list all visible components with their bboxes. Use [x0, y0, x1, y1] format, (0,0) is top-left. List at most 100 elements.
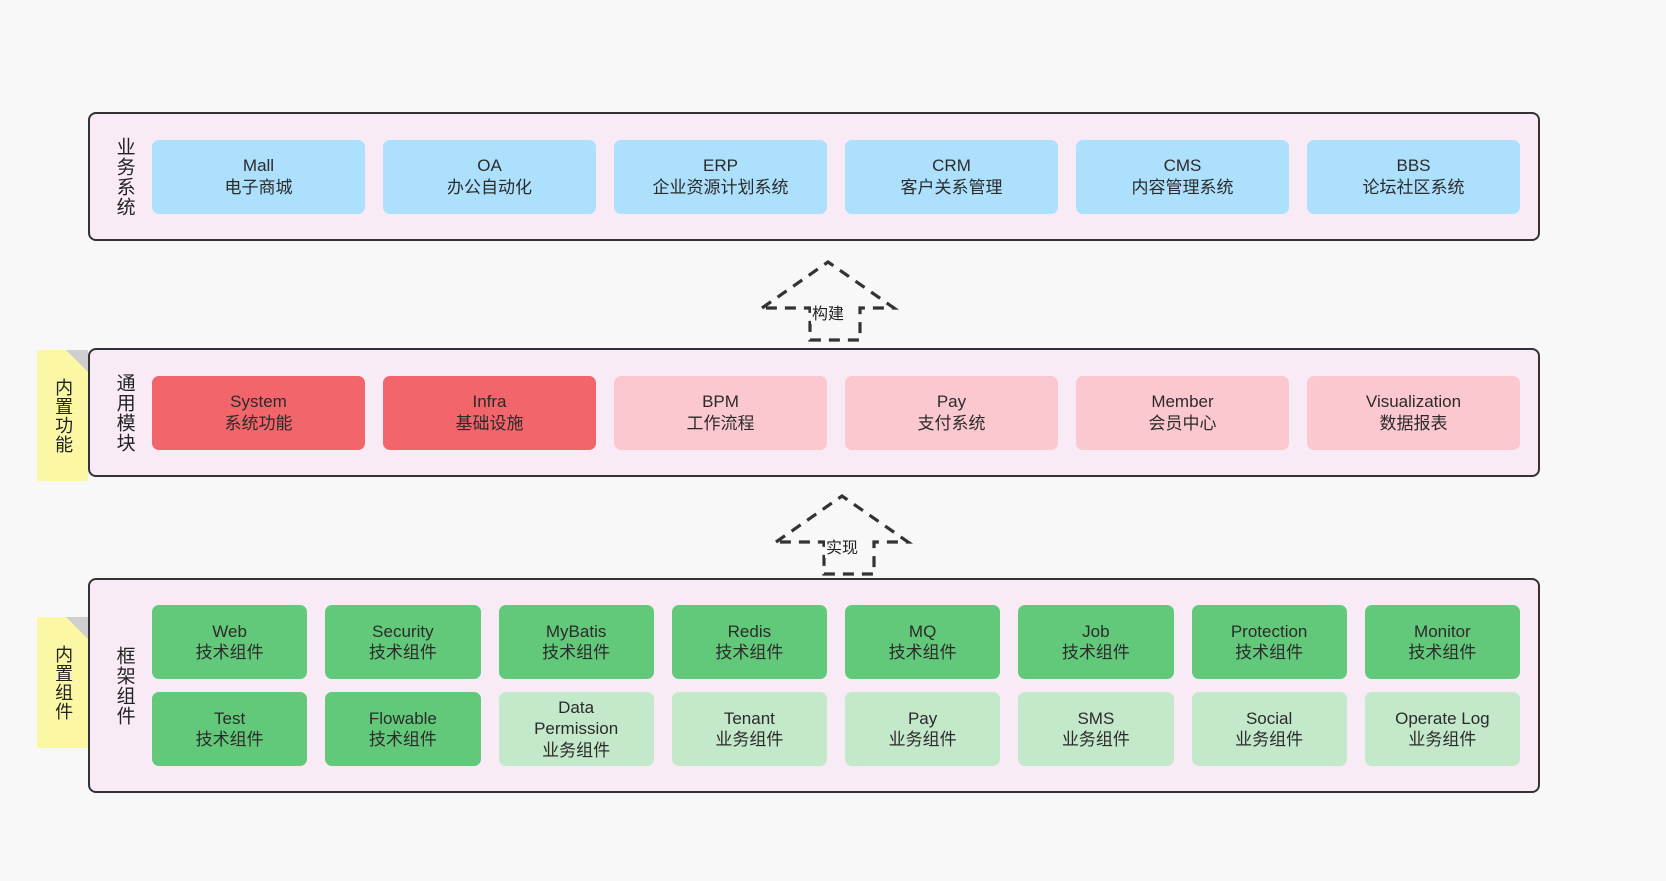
box-subtitle: 技术组件 — [195, 643, 264, 662]
box-flowable[interactable]: Flowable 技术组件 — [325, 692, 481, 766]
box-subtitle: 会员中心 — [1148, 413, 1217, 433]
box-pay-component[interactable]: Pay 业务组件 — [845, 692, 1001, 766]
box-subtitle: 技术组件 — [1408, 643, 1477, 662]
box-subtitle: 技术组件 — [368, 730, 437, 749]
layer-title-business-system: 业务系统 — [113, 136, 135, 217]
box-subtitle: 内容管理系统 — [1131, 177, 1234, 197]
layer-row: System 系统功能 Infra 基础设施 BPM 工作流程 Pay 支付系统… — [152, 375, 1520, 450]
box-subtitle: 业务组件 — [1408, 730, 1477, 749]
box-title: BBS — [1396, 156, 1431, 176]
arrow-build: 构建 — [756, 258, 900, 344]
box-title: Security — [372, 621, 434, 641]
box-protection[interactable]: Protection 技术组件 — [1191, 605, 1347, 679]
box-title: BPM — [702, 392, 739, 412]
note-fold-corner-icon — [66, 350, 88, 372]
box-social[interactable]: Social 业务组件 — [1191, 692, 1347, 766]
box-subtitle: 技术组件 — [542, 643, 611, 662]
layer-common-module: 通用模块 System 系统功能 Infra 基础设施 BPM 工作流程 Pay… — [88, 348, 1540, 477]
layer-title-common-module: 通用模块 — [113, 372, 135, 453]
arrow-implement: 实现 — [770, 492, 914, 578]
sticky-note-builtin-feature: 内置功能 — [37, 350, 88, 481]
box-erp[interactable]: ERP 企业资源计划系统 — [614, 139, 827, 214]
layer-title-framework-component: 框架组件 — [113, 645, 135, 726]
box-title: Monitor — [1414, 621, 1471, 641]
box-subtitle: 业务组件 — [1235, 730, 1304, 749]
box-subtitle: 基础设施 — [455, 413, 524, 433]
box-title: Visualization — [1365, 392, 1462, 412]
layer-row: Test 技术组件 Flowable 技术组件 Data Permission … — [152, 692, 1520, 766]
box-subtitle: 技术组件 — [888, 643, 957, 662]
box-visualization[interactable]: Visualization 数据报表 — [1307, 375, 1520, 450]
box-subtitle: 业务组件 — [542, 740, 611, 760]
box-title: Infra — [472, 392, 507, 412]
layer-body-business-system: Mall 电子商城 OA 办公自动化 ERP 企业资源计划系统 CRM 客户关系… — [144, 139, 1538, 214]
layer-framework-component: 框架组件 Web 技术组件 Security 技术组件 MyBatis 技术组件… — [88, 578, 1540, 793]
box-title: Job — [1082, 621, 1110, 641]
box-subtitle: 企业资源计划系统 — [652, 177, 789, 197]
box-subtitle: 技术组件 — [1235, 643, 1304, 662]
layer-body-framework-component: Web 技术组件 Security 技术组件 MyBatis 技术组件 Redi… — [144, 605, 1538, 766]
box-mybatis[interactable]: MyBatis 技术组件 — [498, 605, 654, 679]
box-mq[interactable]: MQ 技术组件 — [845, 605, 1001, 679]
note-fold-corner-icon — [66, 617, 88, 639]
arrow-build-label: 构建 — [810, 300, 846, 324]
box-redis[interactable]: Redis 技术组件 — [671, 605, 827, 679]
box-operate-log[interactable]: Operate Log 业务组件 — [1364, 692, 1520, 766]
box-title: System — [230, 392, 287, 412]
box-title: Flowable — [368, 708, 437, 728]
sticky-note-builtin-component: 内置组件 — [37, 617, 88, 748]
box-crm[interactable]: CRM 客户关系管理 — [845, 139, 1058, 214]
box-tenant[interactable]: Tenant 业务组件 — [671, 692, 827, 766]
box-job[interactable]: Job 技术组件 — [1018, 605, 1174, 679]
box-subtitle: 论坛社区系统 — [1362, 177, 1465, 197]
box-pay[interactable]: Pay 支付系统 — [845, 375, 1058, 450]
box-title: MQ — [908, 621, 937, 641]
box-title: Mall — [242, 156, 275, 176]
arrow-implement-shape — [770, 494, 914, 576]
box-mall[interactable]: Mall 电子商城 — [152, 139, 365, 214]
box-subtitle: 业务组件 — [715, 730, 784, 749]
box-title: CRM — [932, 156, 971, 176]
box-title: Social — [1245, 708, 1293, 728]
box-bbs[interactable]: BBS 论坛社区系统 — [1307, 139, 1520, 214]
box-title: ERP — [703, 156, 738, 176]
box-monitor[interactable]: Monitor 技术组件 — [1364, 605, 1520, 679]
box-title: Protection — [1230, 621, 1308, 641]
sticky-note-label: 内置组件 — [53, 644, 74, 721]
box-test[interactable]: Test 技术组件 — [152, 692, 308, 766]
box-subtitle: 技术组件 — [368, 643, 437, 662]
box-title: Tenant — [723, 708, 775, 728]
box-title: OA — [477, 156, 502, 176]
box-sms[interactable]: SMS 业务组件 — [1018, 692, 1174, 766]
box-subtitle: 业务组件 — [1061, 730, 1130, 749]
box-subtitle: 技术组件 — [1061, 643, 1130, 662]
box-subtitle: 办公自动化 — [447, 177, 532, 197]
box-title: Web — [212, 621, 247, 641]
box-title: SMS — [1077, 708, 1115, 728]
box-web[interactable]: Web 技术组件 — [152, 605, 308, 679]
box-infra[interactable]: Infra 基础设施 — [383, 375, 596, 450]
box-system[interactable]: System 系统功能 — [152, 375, 365, 450]
box-title: Test — [214, 708, 246, 728]
box-subtitle: 技术组件 — [195, 730, 264, 749]
box-title: MyBatis — [545, 621, 607, 641]
sticky-note-label: 内置功能 — [53, 377, 74, 454]
layer-business-system: 业务系统 Mall 电子商城 OA 办公自动化 ERP 企业资源计划系统 CRM… — [88, 112, 1540, 241]
box-title: Redis — [727, 621, 772, 641]
box-title: Operate Log — [1395, 708, 1490, 728]
box-oa[interactable]: OA 办公自动化 — [383, 139, 596, 214]
box-subtitle: 业务组件 — [888, 730, 957, 749]
box-member[interactable]: Member 会员中心 — [1076, 375, 1289, 450]
box-bpm[interactable]: BPM 工作流程 — [614, 375, 827, 450]
arrow-implement-label: 实现 — [824, 534, 860, 558]
box-cms[interactable]: CMS 内容管理系统 — [1076, 139, 1289, 214]
box-data-permission[interactable]: Data Permission 业务组件 — [498, 692, 654, 766]
layer-body-common-module: System 系统功能 Infra 基础设施 BPM 工作流程 Pay 支付系统… — [144, 375, 1538, 450]
box-security[interactable]: Security 技术组件 — [325, 605, 481, 679]
box-subtitle: 系统功能 — [224, 413, 293, 433]
layer-row: Web 技术组件 Security 技术组件 MyBatis 技术组件 Redi… — [152, 605, 1520, 679]
box-title: Data Permission — [534, 698, 619, 739]
arrow-build-shape — [756, 260, 900, 342]
box-subtitle: 电子商城 — [224, 177, 293, 197]
